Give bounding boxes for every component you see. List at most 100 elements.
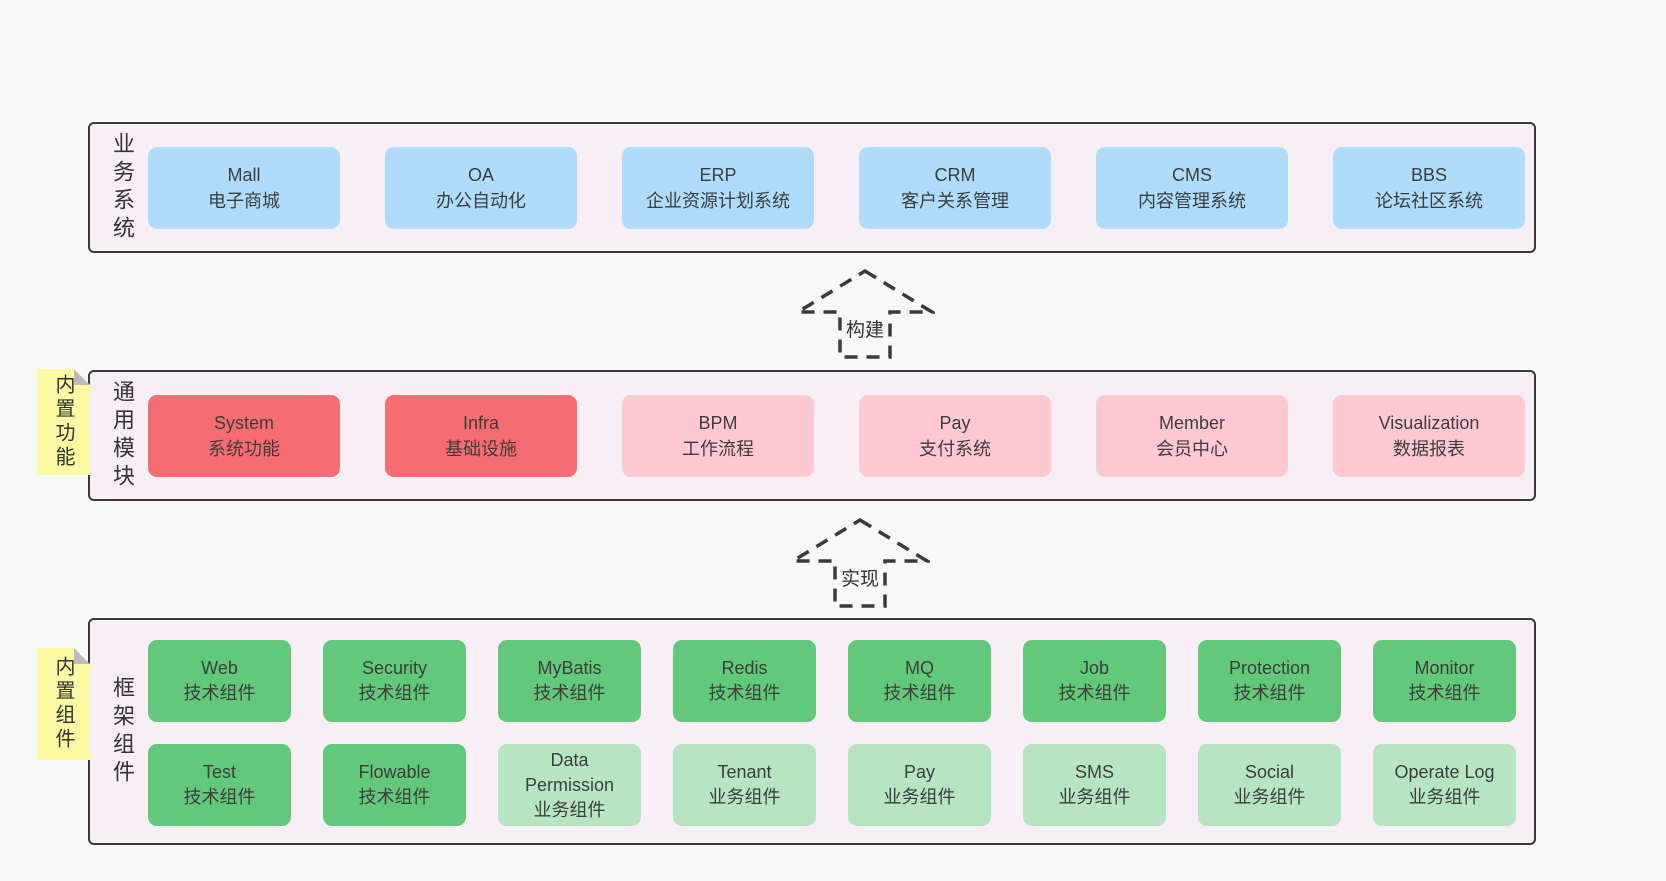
layer-label-business: 业务系统 (110, 131, 135, 244)
layer-common-modules: 通用模块 System 系统功能 Infra 基础设施 BPM 工作流程 Pay… (88, 370, 1536, 501)
box-subtitle: 技术组件 (358, 683, 431, 703)
box-title: Visualization (1378, 412, 1480, 433)
box-social: Social 业务组件 (1198, 744, 1341, 826)
box-title: Web (201, 658, 238, 678)
component-boxes: Web 技术组件 Security 技术组件 MyBatis 技术组件 Redi… (148, 640, 1516, 826)
arrow-implement: 实现 (790, 517, 930, 609)
box-title: BPM (698, 412, 738, 433)
box-monitor: Monitor 技术组件 (1373, 640, 1516, 722)
box-subtitle: 技术组件 (358, 787, 431, 807)
box-data-permission: Data Permission 业务组件 (498, 744, 641, 826)
box-subtitle: 技术组件 (1233, 683, 1306, 703)
box-title: Pay (939, 412, 971, 433)
box-erp: ERP 企业资源计划系统 (622, 146, 814, 229)
box-title: Protection (1228, 658, 1311, 678)
box-subtitle: 技术组件 (183, 787, 256, 807)
box-protection: Protection 技术组件 (1198, 640, 1341, 722)
box-subtitle: 系统功能 (208, 438, 280, 459)
box-oa: OA 办公自动化 (385, 146, 577, 229)
up-arrow-icon (795, 268, 935, 359)
box-mall: Mall 电子商城 (148, 146, 340, 229)
box-crm: CRM 客户关系管理 (859, 146, 1051, 229)
box-job: Job 技术组件 (1023, 640, 1166, 722)
box-subtitle: 技术组件 (533, 683, 606, 703)
box-web: Web 技术组件 (148, 640, 291, 722)
box-mybatis: MyBatis 技术组件 (498, 640, 641, 722)
component-row-1: Web 技术组件 Security 技术组件 MyBatis 技术组件 Redi… (148, 640, 1516, 722)
box-subtitle: 业务组件 (533, 799, 606, 820)
layer-framework-components: 框架组件 Web 技术组件 Security 技术组件 MyBatis 技术组件… (88, 618, 1536, 845)
module-boxes: System 系统功能 Infra 基础设施 BPM 工作流程 Pay 支付系统… (148, 372, 1525, 499)
box-title: Member (1158, 412, 1225, 433)
box-title: Social (1244, 762, 1295, 782)
box-flowable: Flowable 技术组件 (323, 744, 466, 826)
box-subtitle: 工作流程 (682, 438, 754, 459)
box-system: System 系统功能 (148, 394, 340, 477)
business-boxes: Mall 电子商城 OA 办公自动化 ERP 企业资源计划系统 CRM 客户关系… (148, 124, 1525, 251)
box-sms: SMS 业务组件 (1023, 744, 1166, 826)
box-subtitle: 企业资源计划系统 (646, 190, 790, 211)
box-title: Redis (721, 658, 768, 678)
box-title: MQ (905, 658, 934, 678)
layer-business-systems: 业务系统 Mall 电子商城 OA 办公自动化 ERP 企业资源计划系统 CRM… (88, 122, 1536, 253)
box-title: Flowable (358, 762, 431, 782)
box-subtitle: 会员中心 (1156, 438, 1228, 459)
box-subtitle: 业务组件 (883, 787, 956, 807)
box-title: Data Permission (524, 749, 615, 795)
box-infra: Infra 基础设施 (385, 394, 577, 477)
layer-label-components: 框架组件 (110, 675, 135, 788)
box-operate-log: Operate Log 业务组件 (1373, 744, 1516, 826)
box-subtitle: 技术组件 (708, 683, 781, 703)
note-text: 内置组件 (52, 656, 74, 752)
box-mq: MQ 技术组件 (848, 640, 991, 722)
note-built-in-features: 内置功能 (37, 369, 90, 475)
box-test: Test 技术组件 (148, 744, 291, 826)
box-bpm: BPM 工作流程 (622, 394, 814, 477)
box-subtitle: 支付系统 (919, 438, 991, 459)
box-subtitle: 业务组件 (1233, 787, 1306, 807)
box-title: Infra (462, 412, 500, 433)
arrow-build-label: 构建 (841, 314, 889, 343)
box-title: Pay (903, 762, 936, 782)
box-title: CMS (1172, 164, 1212, 185)
box-cms: CMS 内容管理系统 (1096, 146, 1288, 229)
box-subtitle: 基础设施 (445, 438, 517, 459)
box-tenant: Tenant 业务组件 (673, 744, 816, 826)
box-title: System (213, 412, 274, 433)
note-text: 内置功能 (52, 374, 74, 470)
box-subtitle: 数据报表 (1393, 438, 1465, 459)
box-subtitle: 电子商城 (208, 190, 280, 211)
box-title: CRM (934, 164, 976, 185)
box-subtitle: 内容管理系统 (1138, 190, 1246, 211)
box-title: Mall (227, 164, 261, 185)
box-redis: Redis 技术组件 (673, 640, 816, 722)
box-title: SMS (1074, 762, 1114, 782)
box-subtitle: 业务组件 (1408, 787, 1481, 807)
box-subtitle: 客户关系管理 (901, 190, 1009, 211)
box-subtitle: 技术组件 (1408, 683, 1481, 703)
box-pay: Pay 支付系统 (859, 394, 1051, 477)
box-title: Test (202, 762, 236, 782)
up-arrow-icon (790, 517, 930, 608)
arrow-build: 构建 (795, 268, 935, 360)
arrow-implement-label: 实现 (836, 563, 884, 592)
box-title: Security (361, 658, 428, 678)
box-title: ERP (699, 164, 737, 185)
box-subtitle: 技术组件 (1058, 683, 1131, 703)
component-row-2: Test 技术组件 Flowable 技术组件 Data Permission … (148, 744, 1516, 826)
box-subtitle: 业务组件 (708, 787, 781, 807)
box-member: Member 会员中心 (1096, 394, 1288, 477)
box-security: Security 技术组件 (323, 640, 466, 722)
box-title: OA (467, 164, 494, 185)
box-title: Tenant (717, 762, 772, 782)
note-built-in-components: 内置组件 (37, 648, 90, 760)
box-subtitle: 论坛社区系统 (1375, 190, 1483, 211)
box-visualization: Visualization 数据报表 (1333, 394, 1525, 477)
box-subtitle: 办公自动化 (436, 190, 526, 211)
box-subtitle: 业务组件 (1058, 787, 1131, 807)
box-bbs: BBS 论坛社区系统 (1333, 146, 1525, 229)
box-pay-biz: Pay 业务组件 (848, 744, 991, 826)
box-title: BBS (1410, 164, 1448, 185)
box-title: Monitor (1414, 658, 1475, 678)
